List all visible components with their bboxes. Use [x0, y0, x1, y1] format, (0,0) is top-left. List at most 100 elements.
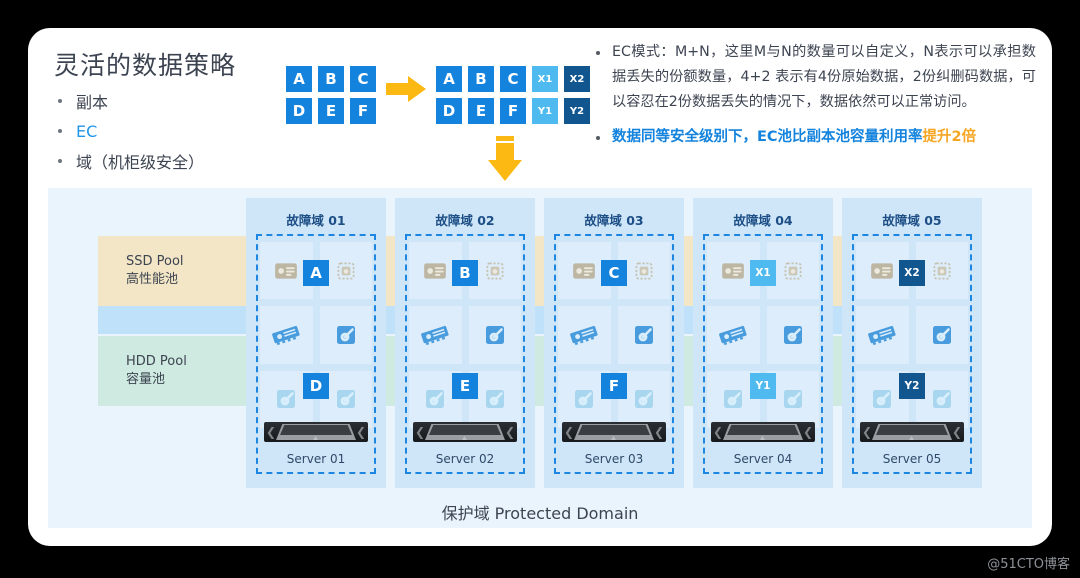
watermark: @51CTO博客 — [987, 557, 1070, 572]
data-shard-badge: X1 — [750, 260, 776, 286]
server-name-label: Server 02 — [435, 452, 495, 466]
server-name-label: Server 04 — [733, 452, 793, 466]
hdd-pool-name-en: HDD Pool — [126, 354, 187, 369]
strategy-bullet-list: 副本 EC 域（机柜级安全） — [58, 86, 278, 176]
server-chassis-icon: ❮❮ — [264, 422, 368, 442]
hdd-pool-band: HDD Pool 容量池 — [98, 336, 982, 406]
data-block: F — [500, 98, 526, 124]
device-cell — [617, 306, 670, 364]
protected-domain-caption: 保护域 Protected Domain — [441, 504, 639, 523]
device-cell — [319, 306, 372, 364]
list-item: 数据同等安全级别下，EC池比副本池容量利用率提升2倍 — [596, 125, 1036, 150]
fault-domain-column-3[interactable]: 故障域 03 ❮❮ Server 03 C F — [544, 198, 684, 488]
architecture-diagram: SSD Pool 高性能池 HDD Pool 容量池 故障域 01 ❮❮ Serve… — [48, 188, 1032, 528]
list-item-label: EC — [76, 121, 98, 141]
data-shard-badge: F — [601, 373, 627, 399]
hdd-icon — [870, 387, 894, 411]
device-cell — [468, 306, 521, 364]
right-arrow-icon — [386, 76, 426, 102]
server-name-label: Server 05 — [882, 452, 942, 466]
cpu-icon — [780, 258, 806, 284]
hdd-icon — [721, 387, 745, 411]
hdd-icon — [781, 387, 805, 411]
ssd-icon — [483, 323, 507, 347]
ram-icon — [867, 320, 897, 350]
fault-domain-title: 故障域 01 — [286, 213, 346, 228]
page-title: 灵活的数据策略 — [54, 51, 237, 80]
source-block-grid: A B C D E F — [286, 66, 376, 124]
list-item-label: 域（机柜级安全） — [76, 153, 205, 172]
data-shard-badge: C — [601, 260, 627, 286]
top-section: 灵活的数据策略 副本 EC 域（机柜级安全） A — [28, 28, 1052, 188]
bullet-dot-icon — [58, 99, 62, 103]
nic-icon — [273, 258, 299, 284]
data-block: B — [468, 66, 494, 92]
server-chassis-icon: ❮❮ — [860, 422, 964, 442]
ram-icon — [271, 320, 301, 350]
note-emphasis: 提升2倍 — [922, 129, 977, 145]
data-shard-badge: A — [303, 260, 329, 286]
device-cell — [260, 306, 313, 364]
ssd-icon — [781, 323, 805, 347]
note-text-highlighted: 数据同等安全级别下，EC池比副本池容量利用率提升2倍 — [612, 125, 976, 150]
note-text: EC模式：M+N，这里M与N的数量可以自定义，N表示可以承担数据丢失的份额数量，… — [612, 44, 1036, 110]
data-block: C — [500, 66, 526, 92]
interconnect-stripe — [98, 306, 982, 334]
down-arrow-icon — [488, 136, 522, 182]
ssd-icon — [930, 323, 954, 347]
device-cell — [856, 306, 909, 364]
ssd-pool-name-cn: 高性能池 — [126, 272, 179, 287]
data-block: D — [436, 98, 462, 124]
fault-domain-title: 故障域 04 — [733, 213, 793, 228]
server-chassis-icon: ❮❮ — [562, 422, 666, 442]
cpu-icon — [482, 258, 508, 284]
ram-icon — [569, 320, 599, 350]
list-item: 域（机柜级安全） — [58, 146, 278, 176]
list-item: EC — [58, 116, 278, 146]
data-block: E — [468, 98, 494, 124]
note-prefix: 数据同等安全级别下，EC池比副本池容量利用率 — [612, 129, 923, 145]
list-item: EC模式：M+N，这里M与N的数量可以自定义，N表示可以承担数据丢失的份额数量，… — [596, 40, 1036, 115]
data-shard-badge: E — [452, 373, 478, 399]
data-shard-badge: B — [452, 260, 478, 286]
data-block: C — [350, 66, 376, 92]
fault-domain-title: 故障域 03 — [584, 213, 644, 228]
data-block: E — [318, 98, 344, 124]
ssd-icon — [334, 323, 358, 347]
device-cell — [915, 306, 968, 364]
data-shard-badge: Y2 — [899, 373, 925, 399]
data-block: B — [318, 66, 344, 92]
server-chassis-icon: ❮❮ — [413, 422, 517, 442]
server-name-label: Server 03 — [584, 452, 644, 466]
ssd-pool-label: SSD Pool 高性能池 — [126, 253, 184, 289]
cpu-icon — [333, 258, 359, 284]
nic-icon — [422, 258, 448, 284]
cpu-icon — [929, 258, 955, 284]
parity-block: Y2 — [564, 98, 590, 124]
hdd-icon — [632, 387, 656, 411]
device-cell — [409, 306, 462, 364]
nic-icon — [720, 258, 746, 284]
ram-icon — [718, 320, 748, 350]
hdd-pool-name-cn: 容量池 — [126, 372, 166, 387]
fault-domain-column-1[interactable]: 故障域 01 ❮❮ Server 01 A D — [246, 198, 386, 488]
parity-block: X1 — [532, 66, 558, 92]
bullet-dot-icon — [596, 51, 600, 55]
device-cell — [766, 306, 819, 364]
list-item-label: 副本 — [76, 93, 109, 112]
bullet-dot-icon — [58, 129, 62, 133]
data-block: A — [436, 66, 462, 92]
ram-icon — [420, 320, 450, 350]
server-name-label: Server 01 — [286, 452, 346, 466]
device-cell — [558, 306, 611, 364]
data-block: D — [286, 98, 312, 124]
data-shard-badge: D — [303, 373, 329, 399]
source-block-group: A B C D E F — [286, 66, 376, 124]
hdd-icon — [572, 387, 596, 411]
data-block: A — [286, 66, 312, 92]
parity-block: X2 — [564, 66, 590, 92]
